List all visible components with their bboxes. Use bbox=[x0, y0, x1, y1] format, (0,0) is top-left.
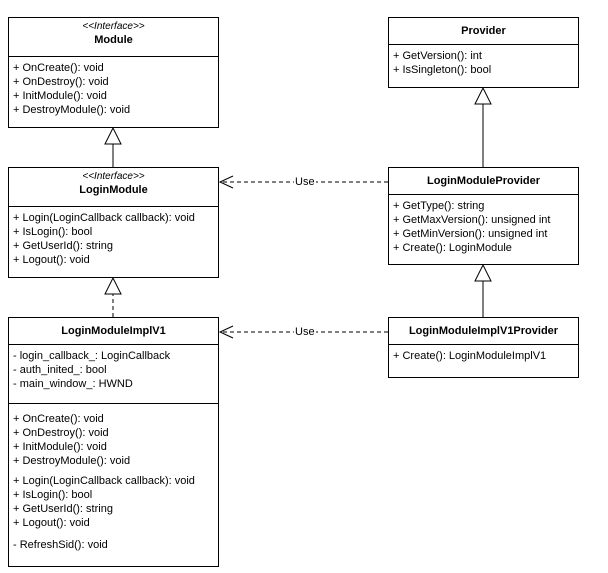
member: + GetMaxVersion(): unsigned int bbox=[393, 214, 551, 226]
method: + GetUserId(): string bbox=[13, 503, 113, 515]
member: + IsLogin(): bool bbox=[13, 226, 93, 238]
method: + IsLogin(): bool bbox=[13, 489, 93, 501]
member: + InitModule(): void bbox=[13, 90, 107, 102]
class-loginmoduleprovider-members: + GetType(): string + GetMaxVersion(): u… bbox=[389, 195, 578, 255]
member: + Create(): LoginModule bbox=[393, 242, 512, 254]
class-loginmodule-header: <<Interface>> LoginModule bbox=[9, 168, 218, 207]
class-loginmoduleimplv1-attributes: - login_callback_: LoginCallback - auth_… bbox=[9, 345, 218, 403]
class-loginmoduleimplv1provider-name: LoginModuleImplV1Provider bbox=[408, 325, 559, 337]
class-loginmoduleimplv1-methods: + OnCreate(): void + OnDestroy(): void +… bbox=[9, 403, 218, 552]
class-loginmoduleimplv1-header: LoginModuleImplV1 bbox=[9, 318, 218, 345]
class-module-name: Module bbox=[94, 34, 133, 46]
member: + IsSingleton(): bool bbox=[393, 64, 492, 76]
class-provider[interactable]: Provider + GetVersion(): int + IsSinglet… bbox=[388, 17, 579, 88]
use-lmprovider-loginmodule-arrowhead bbox=[218, 175, 234, 189]
class-provider-header: Provider bbox=[389, 18, 578, 45]
member: + GetUserId(): string bbox=[13, 240, 113, 252]
class-module[interactable]: <<Interface>> Module + OnCreate(): void … bbox=[8, 17, 219, 128]
class-loginmodule[interactable]: <<Interface>> LoginModule + Login(LoginC… bbox=[8, 167, 219, 278]
member: + GetMinVersion(): unsigned int bbox=[393, 228, 548, 240]
class-module-stereotype: <<Interface>> bbox=[82, 21, 145, 32]
class-loginmoduleprovider[interactable]: LoginModuleProvider + GetType(): string … bbox=[388, 167, 579, 265]
member: + Logout(): void bbox=[13, 254, 90, 266]
class-loginmoduleimplv1-name: LoginModuleImplV1 bbox=[61, 325, 166, 337]
inherit-implprovider-lmprovider-arrowhead bbox=[474, 263, 492, 282]
use-label-bottom: Use bbox=[294, 326, 316, 338]
member: + Create(): LoginModuleImplV1 bbox=[393, 350, 547, 362]
attribute: - main_window_: HWND bbox=[13, 378, 133, 390]
class-loginmodule-name: LoginModule bbox=[79, 184, 148, 196]
class-loginmoduleimplv1provider-members: + Create(): LoginModuleImplV1 bbox=[389, 345, 578, 363]
member: + DestroyModule(): void bbox=[13, 104, 131, 116]
method: + Logout(): void bbox=[13, 517, 90, 529]
attribute: - login_callback_: LoginCallback bbox=[13, 350, 171, 362]
realize-impl-loginmodule-arrowhead bbox=[104, 276, 122, 295]
member: + Login(LoginCallback callback): void bbox=[13, 212, 195, 224]
method: + InitModule(): void bbox=[13, 441, 107, 453]
method: + OnCreate(): void bbox=[13, 413, 104, 425]
attribute: - auth_inited_: bool bbox=[13, 364, 107, 376]
use-implprovider-impl-arrowhead bbox=[218, 325, 234, 339]
class-loginmoduleprovider-header: LoginModuleProvider bbox=[389, 168, 578, 195]
class-loginmodule-stereotype: <<Interface>> bbox=[82, 171, 145, 182]
member: + GetType(): string bbox=[393, 200, 485, 212]
class-loginmoduleimplv1[interactable]: LoginModuleImplV1 - login_callback_: Log… bbox=[8, 317, 219, 567]
class-loginmoduleimplv1provider[interactable]: LoginModuleImplV1Provider + Create(): Lo… bbox=[388, 317, 579, 378]
class-loginmoduleprovider-name: LoginModuleProvider bbox=[426, 175, 541, 187]
use-label-top: Use bbox=[294, 176, 316, 188]
inherit-loginmodule-module-arrowhead bbox=[104, 126, 122, 145]
class-module-header: <<Interface>> Module bbox=[9, 18, 218, 57]
member: + GetVersion(): int bbox=[393, 50, 482, 62]
method: + OnDestroy(): void bbox=[13, 427, 109, 439]
class-module-members: + OnCreate(): void + OnDestroy(): void +… bbox=[9, 57, 218, 117]
class-loginmodule-members: + Login(LoginCallback callback): void + … bbox=[9, 207, 218, 267]
member: + OnDestroy(): void bbox=[13, 76, 109, 88]
method: + Login(LoginCallback callback): void bbox=[13, 475, 195, 487]
method: + DestroyModule(): void bbox=[13, 455, 131, 467]
class-provider-name: Provider bbox=[461, 25, 506, 37]
member: + OnCreate(): void bbox=[13, 62, 104, 74]
class-provider-members: + GetVersion(): int + IsSingleton(): boo… bbox=[389, 45, 578, 77]
inherit-lmprovider-provider-arrowhead bbox=[474, 86, 492, 105]
class-loginmoduleimplv1provider-header: LoginModuleImplV1Provider bbox=[389, 318, 578, 345]
method: - RefreshSid(): void bbox=[13, 539, 108, 551]
